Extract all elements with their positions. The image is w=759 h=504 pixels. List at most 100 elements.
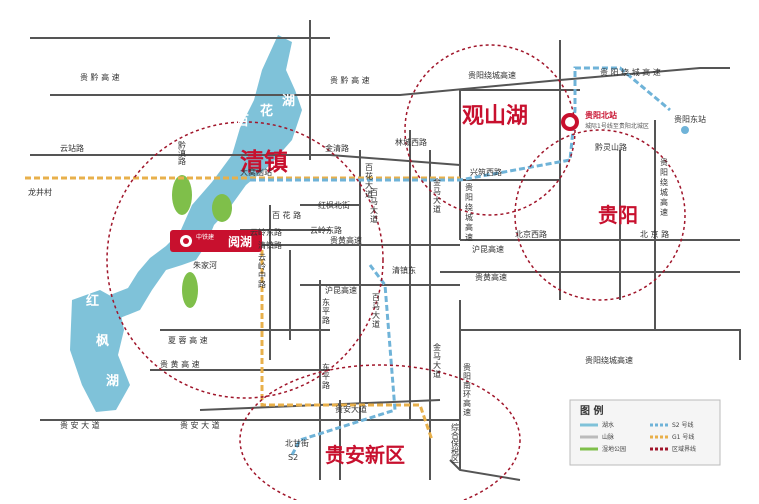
label-guian-dadao2: 贵 安 大 道 (180, 420, 220, 430)
vlabel-char: 贵 (463, 362, 471, 372)
label-guiyang-ring: 贵阳绕城高速 (468, 70, 516, 80)
station-guiyang-north[interactable]: 贵阳北站 城际1号线至贵阳北城区 (561, 110, 649, 131)
baihua-lake (110, 35, 302, 318)
boundary-guian (239, 364, 521, 504)
vlabel-char: 金 (433, 177, 441, 187)
vlabel-char: 速 (465, 233, 473, 242)
label-s2: S2 (288, 453, 298, 462)
road-ring-south (460, 329, 741, 360)
vlabel-char: 东 (322, 297, 330, 307)
vlabel-char: 马 (433, 187, 441, 196)
vlabel-char: 高 (465, 222, 473, 232)
label-guihuang: 贵黄高速 (330, 235, 362, 245)
label-qingzhen-dong: 清镇东 (392, 265, 416, 275)
lake-baihua-1: 百 (236, 114, 249, 129)
label-xiarong: 夏 蓉 高 速 (168, 335, 208, 345)
vlabel-char: 黔 (178, 140, 186, 150)
station-east-icon (681, 126, 689, 134)
vlabel-char: 道 (433, 369, 441, 379)
vlabel-char: 花 (365, 171, 373, 181)
s2-branch (290, 264, 397, 456)
label-longjing: 龙井村 (28, 187, 52, 197)
g1-line (25, 176, 460, 441)
s2-main (250, 66, 671, 182)
label-zhujia: 朱家河 (193, 260, 217, 270)
vlabel-char: 滇 (178, 148, 186, 158)
station-guiyang-north-label: 贵阳北站 (585, 110, 617, 120)
label-guiqian2: 贵 黔 高 速 (330, 75, 370, 85)
lake-baihua-3: 湖 (282, 94, 295, 109)
vlabel-char: 百 (370, 188, 378, 197)
label-huchang: 沪昆高速 (472, 244, 504, 254)
vlabel-char: 金 (433, 342, 441, 352)
label-hongfeng: 红枫北街 (318, 200, 350, 210)
vlabel-char: 道 (372, 319, 380, 329)
district-qingzhen: 清镇 (240, 148, 288, 176)
label-yunling-dong2: 云岭东路 (310, 225, 342, 235)
label-yunzhan: 云站路 (60, 143, 84, 153)
vlabel-char: 税 (451, 446, 459, 456)
train-station-icon-inner (565, 117, 575, 127)
project-marker[interactable]: 中铁建 阅湖 (170, 230, 262, 252)
vlabel-char: 路 (322, 380, 330, 390)
label-guiyang-ring3: 贵阳绕城高速 (585, 355, 633, 365)
vlabel-char: 岭 (258, 261, 266, 271)
vlabel-char: 大 (372, 310, 380, 320)
vlabel-char: 绕 (465, 202, 473, 212)
roads (30, 20, 741, 481)
vlabel-char: 速 (660, 208, 668, 217)
label-guian-dadao: 贵 安 大 道 (60, 420, 100, 430)
vlabel-char: 道 (433, 204, 441, 214)
vlabel-char: 百 (365, 163, 373, 172)
label-beijing: 北 京 路 (640, 229, 669, 239)
road-south-inner (449, 459, 521, 481)
vlabel-char: 贵 (465, 182, 473, 192)
station-guiyang-east[interactable]: 贵阳东站 (674, 114, 706, 134)
district-guian: 贵安新区 (325, 443, 405, 467)
road-yunzhan (30, 154, 461, 166)
boundary-qingzhen (106, 121, 384, 399)
project-banner[interactable] (170, 230, 262, 252)
vlabel-char: 平 (322, 372, 330, 381)
lake-hongfeng-1: 红 (86, 293, 99, 309)
vlabel-char: 阳 (465, 193, 473, 202)
project-logo-core (183, 238, 189, 244)
vertical-labels: 黔滇路百花大道云岭中路百马大道百马大道金马大道金马大道贵阳绕城高速贵阳绕城高速东… (178, 140, 668, 464)
label-dakuang: 大窝凼站 (240, 167, 272, 177)
lake-baihua-2: 花 (260, 103, 273, 119)
vlabel-char: 城 (465, 213, 473, 222)
s2-line (250, 66, 671, 456)
label-linghuan: 林城西路 (395, 137, 427, 147)
vlabel-char: 综 (451, 422, 459, 432)
wetland-2 (212, 194, 232, 222)
vlabel-char: 南 (463, 380, 471, 390)
vlabel-char: 道 (370, 214, 378, 224)
vlabel-char: 中 (258, 270, 266, 280)
label-guiyang-ring2: 贵 阳 绕 城 高 速 (600, 67, 661, 77)
label-beigan: 北甘街 (285, 438, 309, 448)
label-jinqing: 金清路 (325, 143, 349, 153)
legend-label-boundary: 区域界线 (672, 445, 696, 453)
district-guanshanhu: 观山湖 (462, 104, 528, 129)
vlabel-qiandian_v: 黔滇路 (178, 140, 186, 166)
label-baihua-h: 百 花 路 (272, 210, 301, 220)
vlabel-char: 区 (451, 455, 459, 464)
vlabel-char: 环 (463, 390, 471, 399)
label-yunling-dong: 云岭东路 (250, 227, 282, 237)
boundary-guiyang (514, 129, 686, 301)
wetlands (172, 175, 232, 308)
vlabel-char: 贵 (660, 157, 668, 167)
label-qingzhen-road: 清镇路 (258, 240, 282, 250)
vlabel-char: 路 (258, 279, 266, 289)
vlabel-char: 高 (660, 197, 668, 207)
